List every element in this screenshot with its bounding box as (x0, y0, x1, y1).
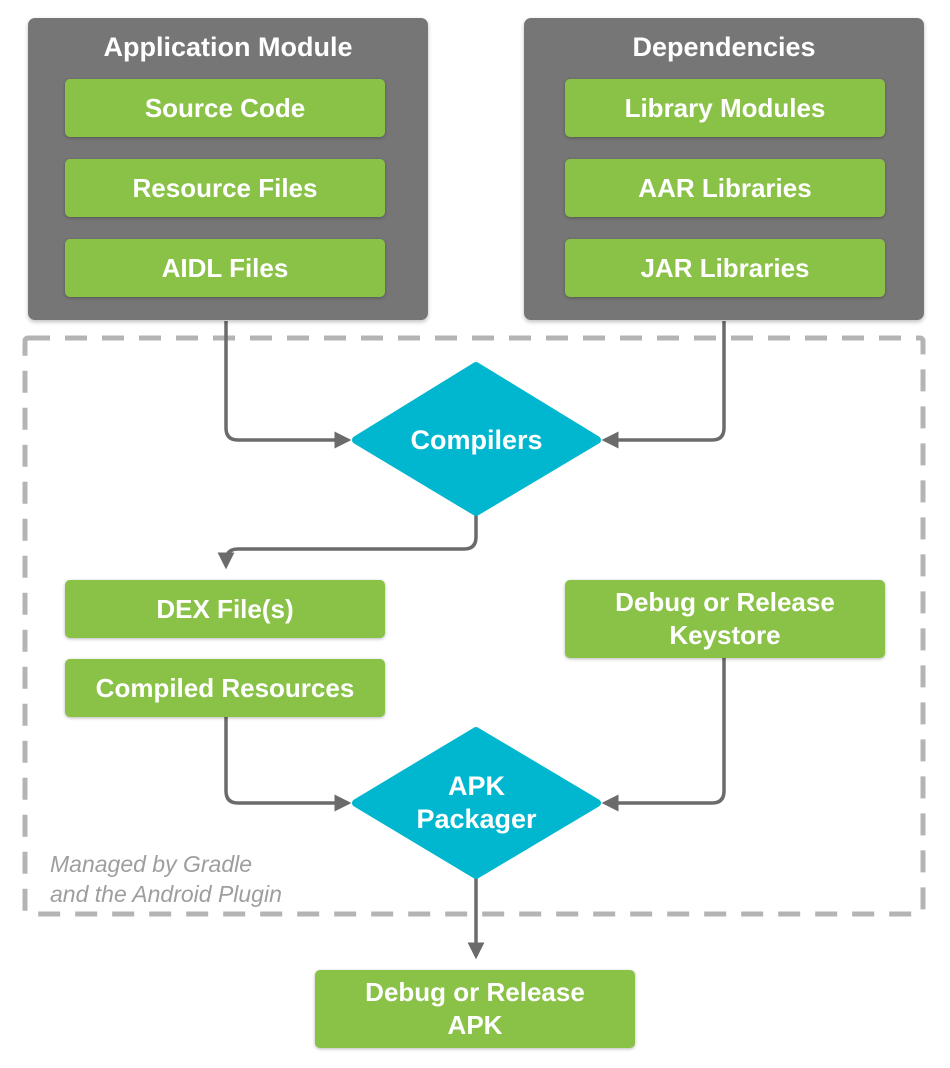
gradle-managed-note: Managed by Gradle and the Android Plugin (50, 849, 282, 909)
node-aar-libraries: AAR Libraries (565, 159, 885, 217)
node-compiled-resources-label: Compiled Resources (95, 672, 355, 703)
arrow-dependencies-to-compilers (601, 321, 726, 449)
arrow-compiled-resources-to-apk-packager (224, 717, 352, 812)
gradle-managed-boundary (22, 335, 926, 917)
dependencies-title: Dependencies (632, 32, 816, 62)
node-debug-or-release-keystore: Debug or Release Keystore (565, 580, 885, 658)
node-aidl-files-label: AIDL Files (161, 252, 289, 283)
compilers-diamond (352, 362, 601, 516)
apk-output-label-line2: APK (447, 1010, 503, 1040)
apk-output-label-line1: Debug or Release (365, 977, 585, 1007)
node-jar-libraries: JAR Libraries (565, 239, 885, 297)
node-resource-files: Resource Files (65, 159, 385, 217)
arrow-keystore-to-apk-packager (601, 658, 726, 812)
keystore-label-line2: Keystore (669, 620, 781, 650)
node-dex-files: DEX File(s) (65, 580, 385, 638)
apk-packager-label-line1: APK (447, 771, 505, 801)
node-source-code-label: Source Code (144, 92, 306, 123)
keystore-label-line1: Debug or Release (615, 587, 835, 617)
gradle-managed-note-line1: Managed by Gradle (50, 851, 253, 877)
application-module-title: Application Module (103, 32, 353, 62)
node-aar-libraries-label: AAR Libraries (638, 172, 812, 203)
compilers-label: Compilers (410, 425, 543, 455)
node-jar-libraries-label: JAR Libraries (640, 252, 810, 283)
node-library-modules-label: Library Modules (624, 92, 826, 123)
arrow-compilers-to-dex-files (217, 514, 478, 570)
apk-packager-diamond (352, 727, 601, 879)
gradle-managed-note-line2: and the Android Plugin (50, 881, 282, 907)
node-aidl-files: AIDL Files (65, 239, 385, 297)
node-library-modules: Library Modules (565, 79, 885, 137)
node-debug-or-release-apk: Debug or Release APK (315, 970, 635, 1048)
node-resource-files-label: Resource Files (132, 172, 318, 203)
arrow-application-module-to-compilers (224, 321, 352, 449)
node-source-code: Source Code (65, 79, 385, 137)
node-dex-files-label: DEX File(s) (156, 593, 294, 624)
apk-packager-label: APK Packager (352, 770, 601, 836)
node-compiled-resources: Compiled Resources (65, 659, 385, 717)
apk-packager-label-line2: Packager (416, 804, 537, 834)
